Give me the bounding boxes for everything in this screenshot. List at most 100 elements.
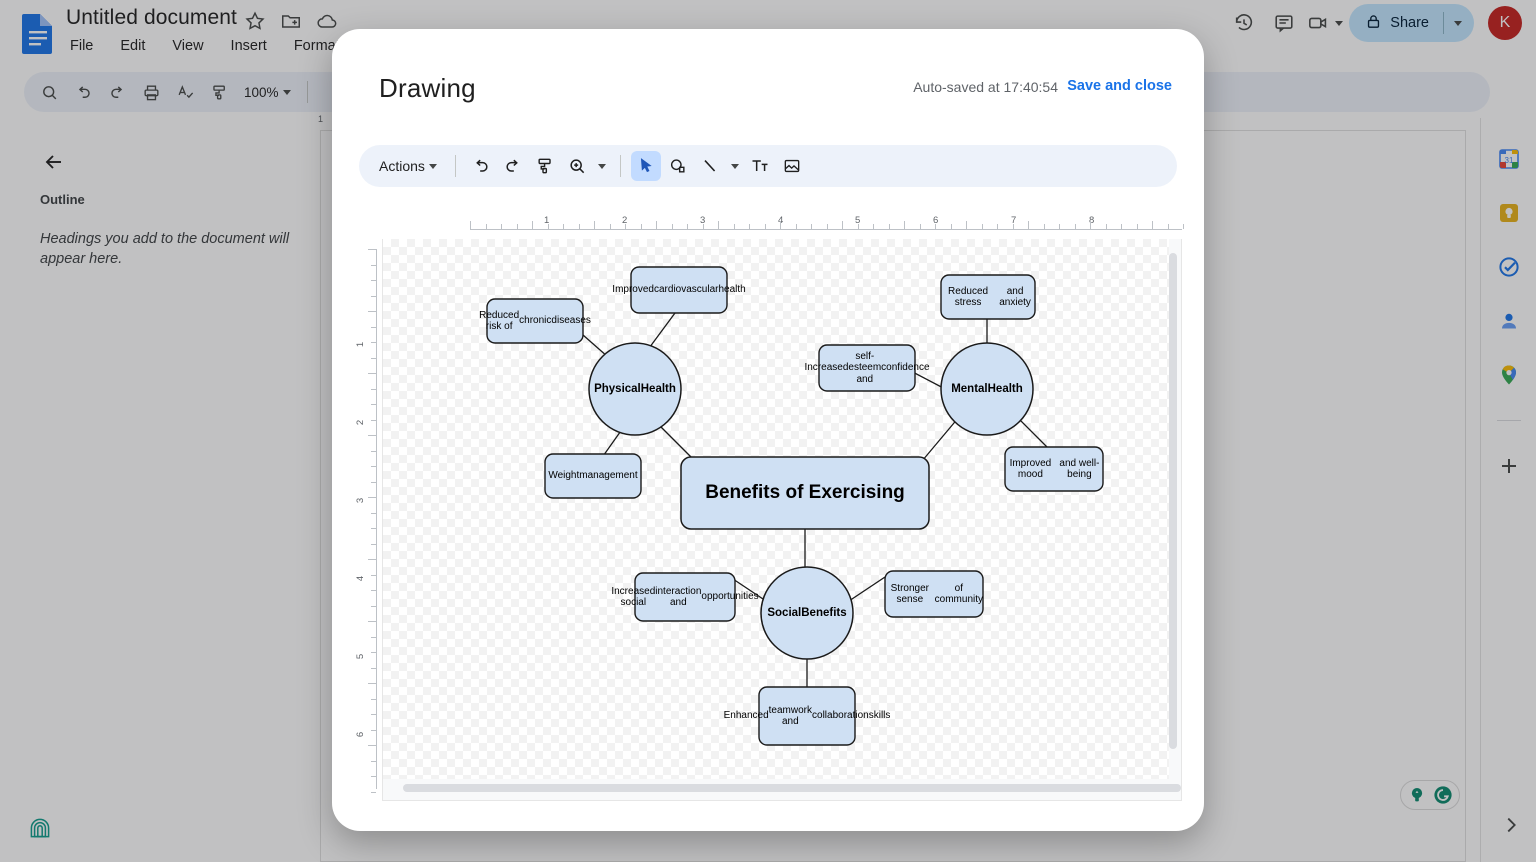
meet-icon[interactable] [1307,6,1344,40]
ruler-h-number: 8 [1089,215,1095,226]
grammarly-suggestion-icon[interactable] [1405,783,1429,807]
add-apps-icon[interactable] [1496,453,1522,479]
line-button[interactable] [695,151,725,181]
redo-button[interactable] [498,151,528,181]
node-self-esteem[interactable] [818,344,916,392]
paint-format-button[interactable] [530,151,560,181]
comment-icon[interactable] [1267,6,1301,40]
node-social-interaction[interactable] [634,572,736,622]
share-button[interactable]: Share [1349,4,1474,42]
docs-logo-icon [20,12,56,54]
ruler-tick [516,224,518,229]
node-reduced-stress[interactable] [940,274,1036,320]
node-community[interactable] [884,570,984,618]
text-box-button[interactable] [745,151,775,181]
mind-map-diagram[interactable] [383,239,1182,801]
avatar[interactable]: K [1488,6,1522,40]
tasks-icon[interactable] [1496,254,1522,280]
ruler-tick [826,224,828,229]
node-improved-mood[interactable] [1004,446,1104,492]
title-action-icons [244,10,338,32]
shape-button[interactable] [663,151,693,181]
ruler-tick [371,450,376,452]
contacts-icon[interactable] [1496,308,1522,334]
toolbar-divider [306,81,308,103]
maps-icon[interactable] [1496,362,1522,388]
fingerprint-icon[interactable] [28,816,52,840]
back-arrow-icon[interactable] [42,150,66,174]
ruler-tick [547,224,549,229]
select-button[interactable] [630,151,661,181]
search-icon[interactable] [34,77,64,107]
image-button[interactable] [777,151,807,181]
node-social-benefits[interactable] [760,566,854,660]
ruler-tick [640,224,642,229]
ruler-h-number: 1 [544,215,550,226]
node-physical-health[interactable] [588,342,682,436]
menu-insert[interactable]: Insert [230,38,267,54]
document-title[interactable]: Untitled document [66,6,237,29]
vertical-ruler[interactable]: 1 2 3 4 5 6 [355,239,378,801]
version-history-icon[interactable] [1227,6,1261,40]
save-and-close-button[interactable]: Save and close [1067,78,1172,94]
zoom-dropdown[interactable] [594,151,610,181]
print-icon[interactable] [136,77,166,107]
actions-label: Actions [379,158,425,174]
node-center[interactable] [680,456,930,530]
paint-format-icon[interactable] [204,77,234,107]
menu-edit[interactable]: Edit [120,38,146,54]
ruler-tick [532,221,533,229]
canvas-horizontal-scrollbar[interactable] [403,784,1181,792]
node-chronic-diseases[interactable] [486,298,584,344]
ruler-tick [671,224,673,229]
zoom-level-select[interactable]: 100% [238,78,297,106]
node-mental-health[interactable] [940,342,1034,436]
expand-side-panel-icon[interactable] [1500,814,1524,838]
ruler-tick [625,224,626,229]
node-weight-management[interactable] [544,453,642,499]
calendar-icon[interactable]: 31 [1496,146,1522,172]
node-teamwork[interactable] [758,686,856,746]
ruler-tick [1090,221,1091,229]
keep-icon[interactable] [1496,200,1522,226]
ruler-tick [371,636,376,638]
ruler-tick [371,543,376,545]
ruler-h-number: 4 [778,215,783,226]
redo-icon[interactable] [102,77,132,107]
ruler-tick [749,224,750,229]
ruler-v-number: 4 [355,575,367,582]
menu-format[interactable]: Format [293,38,340,54]
canvas-vertical-scrollbar[interactable] [1169,253,1177,749]
svg-text:31: 31 [1504,156,1513,165]
ruler-h-number: 5 [855,215,861,226]
diagram-nodes [486,266,1104,746]
zoom-button[interactable] [562,151,592,181]
side-app-rail: 31 [1480,118,1536,862]
ruler-tick [368,745,376,746]
cloud-saved-icon[interactable] [316,10,338,32]
actions-menu-button[interactable]: Actions [371,151,445,181]
grammarly-widget[interactable] [1400,780,1460,810]
ruler-tick [371,605,376,607]
grammarly-logo-icon[interactable] [1431,783,1455,807]
menu-view[interactable]: View [172,38,204,54]
ruler-v-number: 6 [355,731,367,738]
chevron-down-icon[interactable] [1454,20,1462,26]
ruler-tick [371,326,376,328]
undo-icon[interactable] [68,77,98,107]
undo-button[interactable] [466,151,496,181]
star-icon[interactable] [244,10,266,32]
node-cardiovascular[interactable] [630,266,728,314]
ruler-tick [371,698,376,700]
menu-file[interactable]: File [70,38,94,54]
ruler-baseline [470,229,1182,230]
line-dropdown[interactable] [727,151,743,181]
horizontal-ruler[interactable]: 1 2 3 4 5 6 7 8 [382,215,1184,237]
outline-panel: Outline Headings you add to the document… [0,130,320,862]
docs-header-actions: Share K [1227,4,1522,42]
move-to-folder-icon[interactable] [280,10,302,32]
spellcheck-icon[interactable] [170,77,200,107]
ruler-tick [470,221,471,229]
